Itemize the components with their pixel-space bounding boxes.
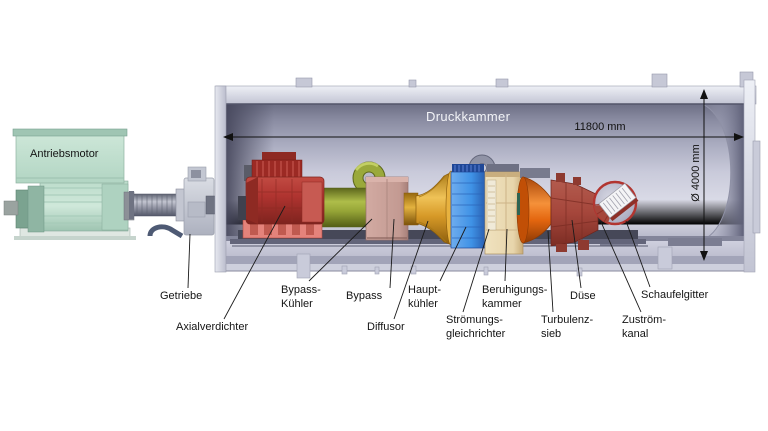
label-getriebe: Getriebe [160,290,203,302]
settling-chamber [484,164,524,255]
leader-bypass [389,218,395,289]
motor-terminal-box [15,133,125,184]
label-zustroemkanal: Zuström- kanal [622,314,666,340]
leader-duese [571,219,582,289]
leader-hauptkuehler [439,226,467,282]
bypass-cooler [365,176,409,241]
chamber-supports [296,246,673,279]
chamber-cut-edge [214,85,227,273]
main-cooler [450,154,496,249]
blade-cascade [592,180,639,226]
dimension-length: 11800 mm [574,121,626,133]
label-schaufelgitter: Schaufelgitter [641,289,709,301]
gearbox-pipe [147,224,184,239]
label-beruhigungskammer: Beruhigungs- kammer [482,284,548,310]
cascade-pack [598,182,639,222]
axial-compressor [238,152,325,239]
leader-zustroemkanal [600,221,642,313]
leader-diffusor [393,220,429,320]
drive-shaft [129,191,179,219]
label-axialverdichter: Axialverdichter [176,321,249,333]
label-bypass-kuehler: Bypass- Kühler [281,284,321,310]
leader-getriebe [187,233,191,289]
label-stroemungsgleichrichter: Strömungs- gleichrichter [446,314,506,340]
leader-axialverdichter [223,205,286,320]
leader-beruhigungskammer [504,228,508,282]
chamber-top-rim [215,85,757,105]
cooler-fins [452,164,484,174]
main-cooler-body [450,171,486,249]
leader-turbulenzsieb [547,230,554,313]
leader-lines [187,205,651,320]
flow-straightener [486,179,497,231]
label-diffusor: Diffusor [367,321,405,333]
label-druckkammer: Druckkammer [426,109,511,124]
leader-stroemungsgleichrichter [462,228,490,313]
label-antriebsmotor: Antriebsmotor [30,148,99,160]
label-duese: Düse [570,290,596,302]
bypass-duct-pipe [317,187,371,228]
chamber-rim-fittings [295,71,754,88]
label-turbulenzsieb: Turbulenz- sieb [541,314,594,340]
dimension-diameter: Ø 4000 mm [690,144,702,202]
nozzle-cascade-support [550,173,599,252]
label-bypass: Bypass [346,290,383,302]
leader-bypass-kuehler [308,218,373,282]
drive-motor [3,128,136,240]
label-hauptkuehler: Haupt- kühler [408,284,442,310]
leader-schaufelgitter [625,220,651,288]
